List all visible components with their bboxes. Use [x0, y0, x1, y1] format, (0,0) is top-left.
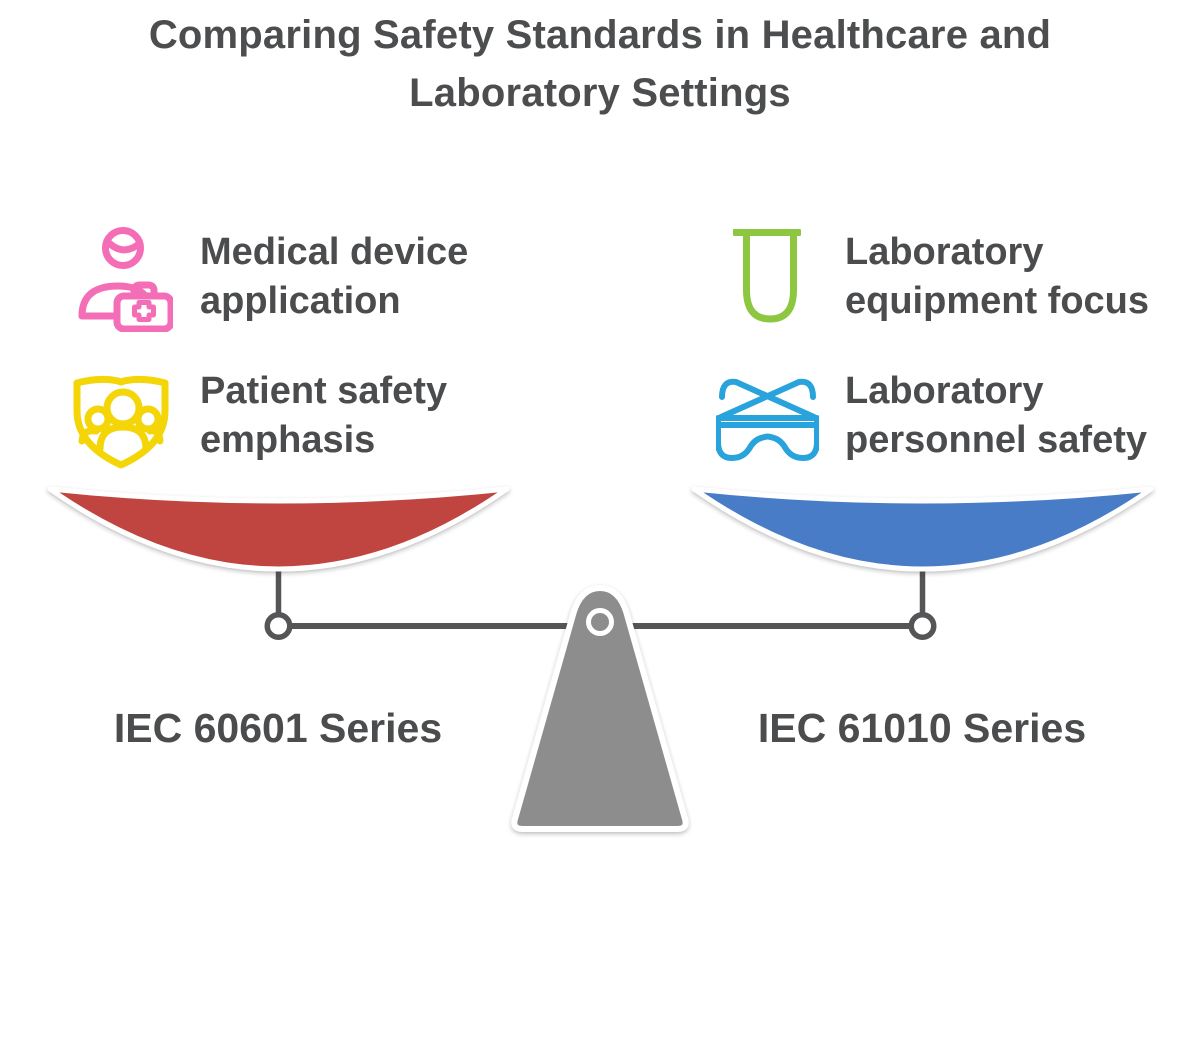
- feature-label-patient-safety: Patient safety emphasis: [200, 370, 448, 461]
- fulcrum-pivot-hole: [586, 608, 614, 636]
- safety-goggles-icon: [715, 371, 820, 473]
- right-scale-pan: [691, 486, 1154, 572]
- safety-goggles-icon-strokes: [715, 378, 820, 461]
- left-standard-label: IEC 60601 Series: [113, 705, 443, 751]
- medical-professional-icon-strokes: [78, 227, 175, 333]
- patient-shield-icon: [70, 369, 169, 474]
- left-scale-pan: [47, 486, 510, 572]
- fulcrum: [511, 585, 689, 832]
- test-tube-icon-strokes: [731, 229, 803, 323]
- test-tube-icon: [731, 228, 803, 328]
- feature-label-lab-personnel: Laboratory personnel safety: [845, 370, 1147, 461]
- right-pivot-ring: [908, 612, 937, 640]
- feature-label-lab-equipment: Laboratory equipment focus: [845, 231, 1150, 322]
- left-pivot-ring: [264, 612, 293, 640]
- page-title: Comparing Safety Standards in Healthcare…: [148, 13, 1052, 115]
- medical-professional-icon: [78, 226, 175, 337]
- right-standard-label: IEC 61010 Series: [757, 705, 1087, 751]
- feature-label-medical-device: Medical device application: [200, 231, 469, 322]
- patient-shield-icon-strokes: [73, 375, 169, 469]
- fulcrum-body: [511, 585, 689, 832]
